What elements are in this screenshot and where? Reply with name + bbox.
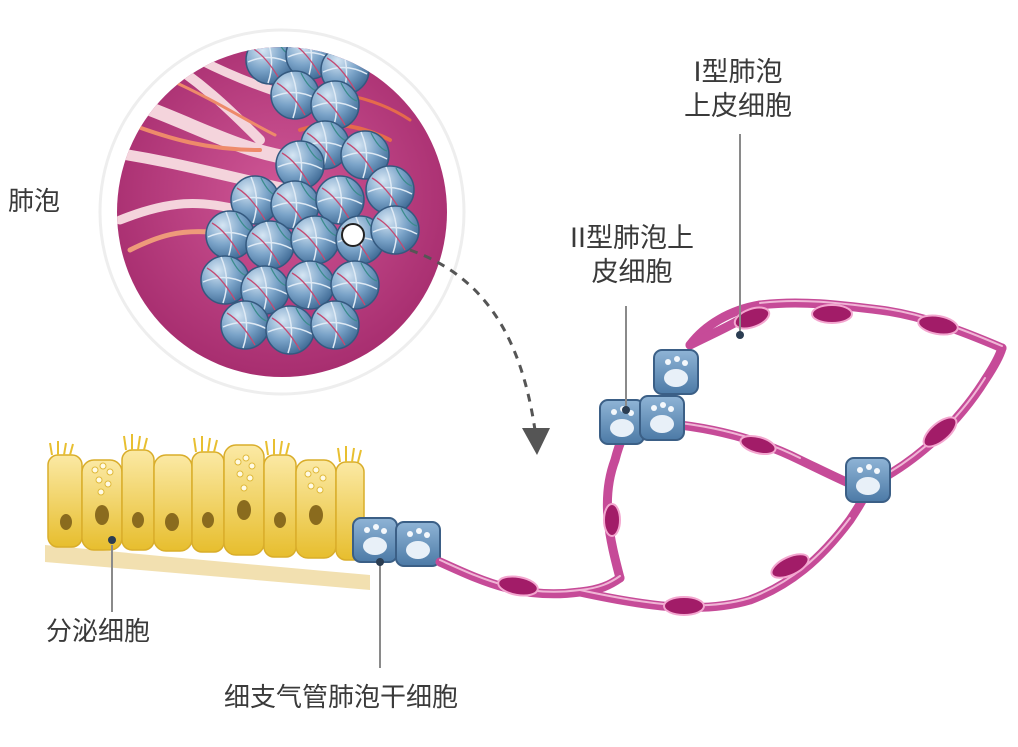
focus-point xyxy=(341,223,365,247)
bronchiolar-epithelium xyxy=(45,434,441,590)
type2-cell-label: II型肺泡上 皮细胞 xyxy=(570,223,694,288)
leader-lines xyxy=(111,134,741,668)
type1-cell-nuclei xyxy=(497,304,959,616)
magnifier-view xyxy=(98,28,466,396)
zoom-arrow xyxy=(409,248,550,455)
type2-cells xyxy=(599,349,891,503)
leader-dots xyxy=(108,331,744,566)
bronchiole-tree xyxy=(117,47,420,355)
cilia xyxy=(49,434,362,463)
secretory-cell-label: 分泌细胞 xyxy=(46,617,151,647)
alveolus-label: 肺泡 xyxy=(8,187,61,217)
basc-cells xyxy=(352,517,441,567)
alveolar-wall xyxy=(435,298,1007,613)
secretory-nuclei xyxy=(60,500,323,531)
secretory-granules xyxy=(91,454,327,496)
basc-cell-label: 细支气管肺泡干细胞 xyxy=(224,683,459,713)
secretory-cells xyxy=(47,444,365,561)
type1-cell-label: I型肺泡 上皮细胞 xyxy=(684,57,792,122)
